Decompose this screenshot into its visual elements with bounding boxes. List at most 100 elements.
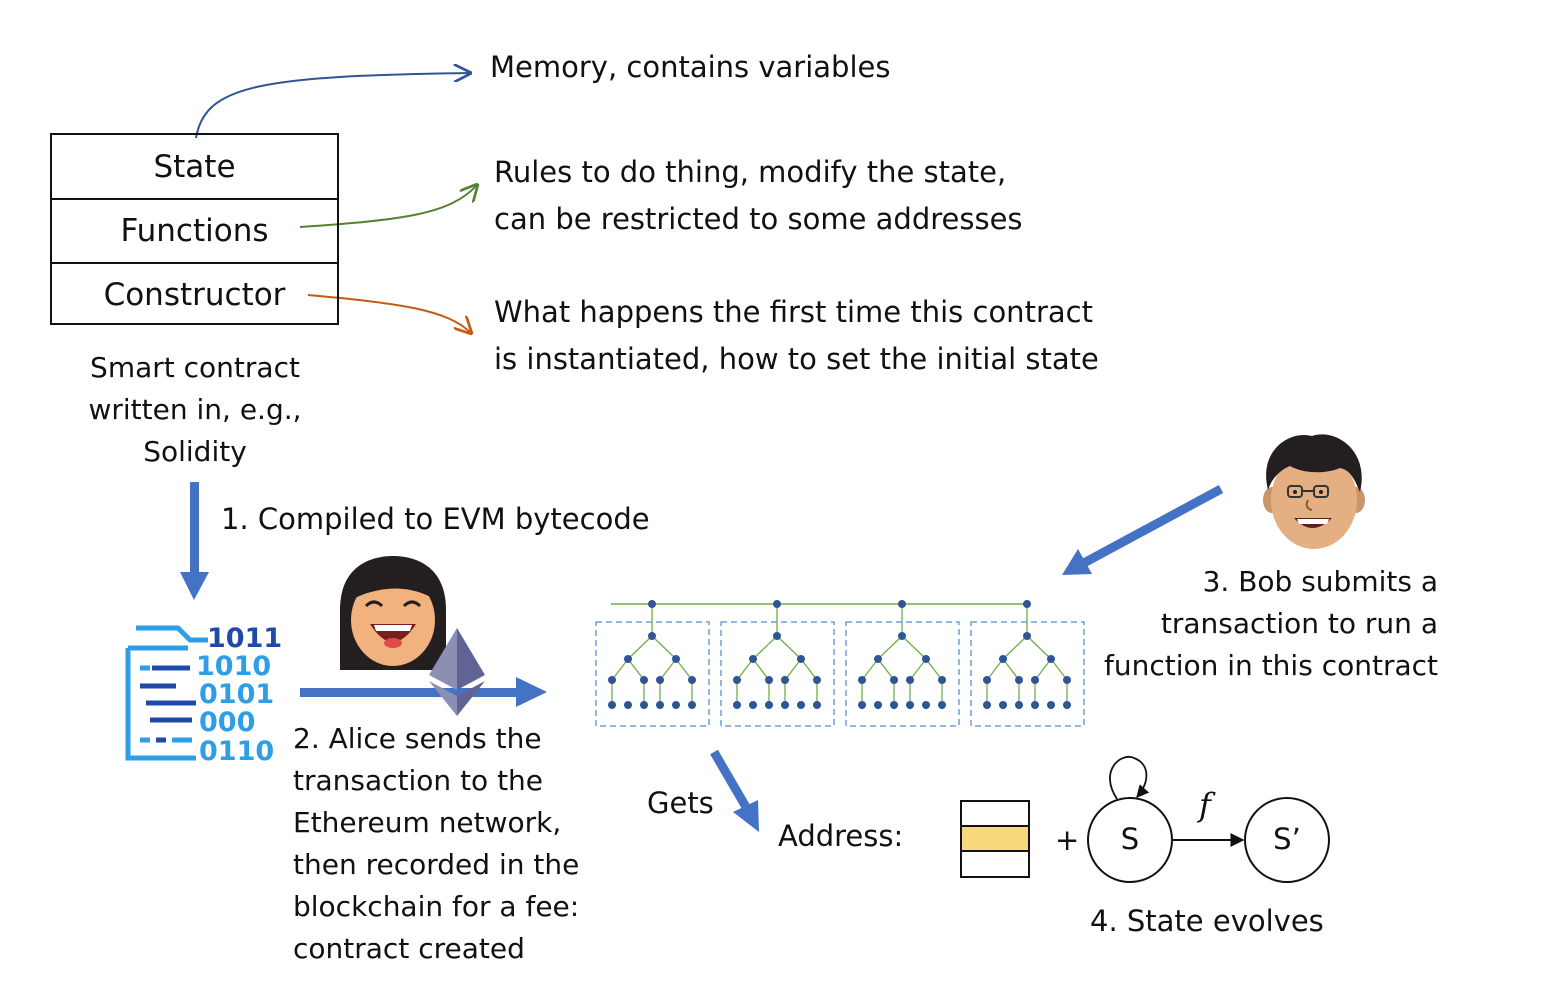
tree-node: [1047, 701, 1055, 709]
tree-node: [648, 632, 656, 640]
tree-node: [1063, 676, 1071, 684]
alice-step-line: contract created: [293, 932, 525, 965]
constructor-note-line: is instantiated, how to set the initial …: [494, 342, 1099, 376]
gets-label: Gets: [647, 786, 714, 820]
tree-node: [733, 701, 741, 709]
tree-node: [813, 676, 821, 684]
tree-node: [922, 655, 930, 663]
tree-node: [999, 701, 1007, 709]
tree-node: [749, 701, 757, 709]
tree-node: [898, 600, 906, 608]
functions-note-line: Rules to do thing, modify the state,: [494, 155, 1007, 189]
tree-node: [773, 632, 781, 640]
alice-step-line: then recorded in the: [293, 848, 580, 881]
plus-sign: +: [1055, 823, 1080, 857]
constructor-row: Constructor: [52, 262, 337, 325]
tree-node: [733, 676, 741, 684]
tree-edge: [675, 658, 693, 681]
block-frame: [720, 621, 835, 727]
tree-edge: [611, 658, 629, 681]
tree-node: [797, 701, 805, 709]
state-note: Memory, contains variables: [490, 50, 891, 84]
alice-step-line: transaction to the: [293, 764, 544, 797]
tree-edge: [776, 635, 802, 660]
tree-node: [624, 655, 632, 663]
tree-node: [858, 701, 866, 709]
bob-avatar: [1263, 434, 1365, 549]
tree-node: [1023, 600, 1031, 608]
bob-arrow: [1062, 485, 1224, 575]
gets-arrow: [710, 749, 759, 832]
tree-edge: [659, 658, 677, 681]
tree-node: [983, 676, 991, 684]
tree-edge: [800, 658, 818, 681]
tree-node: [938, 676, 946, 684]
tree-edge: [1002, 635, 1028, 660]
tree-edge: [752, 658, 770, 681]
tree-edge: [861, 658, 879, 681]
tree-edge: [925, 658, 943, 681]
state-row: State: [153, 149, 236, 185]
tree-edge: [1026, 635, 1052, 660]
bob-step-line: transaction to run a: [1160, 607, 1438, 640]
tree-node: [1015, 676, 1023, 684]
state-s-prime-label: S’: [1273, 822, 1301, 856]
block-frame: [845, 621, 960, 727]
tree-node: [672, 655, 680, 663]
tree-node: [749, 655, 757, 663]
tree-edge: [986, 658, 1004, 681]
bob-step-line: function in this contract: [1104, 649, 1438, 682]
tree-node: [890, 676, 898, 684]
bytecode-row: 000: [199, 707, 255, 738]
tree-node: [781, 676, 789, 684]
tree-node: [608, 701, 616, 709]
functions-row: Functions: [52, 198, 337, 262]
step-compiled: 1. Compiled to EVM bytecode: [221, 502, 650, 536]
smart-contract-box: State Functions Constructor: [50, 133, 339, 325]
function-f-label: f: [1199, 786, 1211, 824]
tree-node: [983, 701, 991, 709]
alice-step-line: blockchain for a fee:: [293, 890, 580, 923]
tree-node: [608, 676, 616, 684]
tree-node: [781, 701, 789, 709]
bytecode-file-icon: 1011 1010 0101 000 0110: [125, 623, 282, 767]
tree-node: [797, 655, 805, 663]
address-label: Address:: [778, 819, 904, 853]
state-s-label: S: [1120, 822, 1140, 856]
send-arrow: [300, 677, 547, 707]
tree-node: [813, 701, 821, 709]
tree-node: [640, 676, 648, 684]
bytecode-row: 0101: [199, 679, 274, 710]
tree-node: [874, 701, 882, 709]
alice-step-line: Ethereum network,: [293, 806, 562, 839]
contract-caption-line: Solidity: [143, 435, 247, 468]
step-evolves: 4. State evolves: [1090, 904, 1324, 938]
tree-node: [1031, 676, 1039, 684]
bytecode-row: 1010: [196, 651, 271, 682]
tree-node: [765, 701, 773, 709]
alice-step-line: 2. Alice sends the: [293, 722, 542, 755]
state-machine: [1087, 755, 1330, 883]
tree-node: [874, 655, 882, 663]
tree-node: [656, 676, 664, 684]
blockchain-network: [595, 600, 1085, 727]
tree-node: [688, 676, 696, 684]
tree-edge: [651, 635, 677, 660]
tree-edge: [1034, 658, 1052, 681]
tree-node: [922, 701, 930, 709]
tree-node: [640, 701, 648, 709]
address-storage-icon: [960, 800, 1030, 878]
constructor-note-line: What happens the first time this contrac…: [494, 295, 1093, 329]
contract-caption-line: Smart contract: [90, 351, 300, 384]
tree-node: [1023, 632, 1031, 640]
tree-node: [1015, 701, 1023, 709]
self-loop-arrow: [1109, 755, 1150, 800]
tree-node: [999, 655, 1007, 663]
contract-caption-line: written in, e.g.,: [88, 393, 302, 426]
tree-edge: [627, 635, 653, 660]
tree-edge: [736, 658, 754, 681]
tree-edge: [901, 635, 927, 660]
bob-step-line: 3. Bob submits a: [1202, 565, 1438, 598]
tree-edge: [752, 635, 778, 660]
